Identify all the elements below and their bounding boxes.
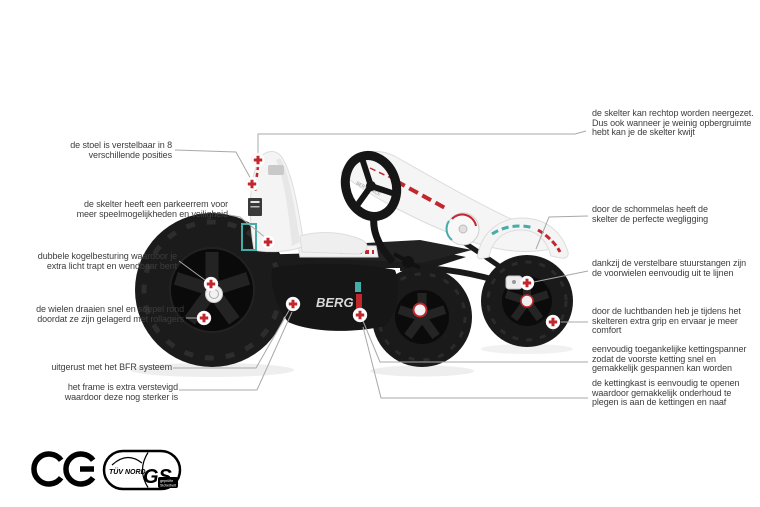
callout-chain-case: de kettingkast is eenvoudig te openen wa… <box>592 378 740 408</box>
leader-right-tensioner <box>362 320 588 363</box>
leader-left-bfr <box>173 306 292 369</box>
kart-shadow <box>130 344 573 377</box>
tuv-nord-gs-logo: TÜV NORD GS geprüfte Sicherheit <box>102 449 182 491</box>
ce-mark-logo <box>31 451 96 487</box>
gs-sub-text-1: geprüfte <box>160 479 173 483</box>
steering-knuckle <box>505 275 523 290</box>
callout-adjustable-tierods: dankzij de verstelbare stuurstangen zijn… <box>592 258 747 278</box>
callout-pneumatic-tires: door de luchtbanden heb je tijdens het s… <box>592 306 741 336</box>
leader-left-brake <box>228 214 268 240</box>
callout-reinforced-frame: het frame is extra verstevigd waardoor d… <box>64 382 178 402</box>
callout-upright-storage: de skelter kan rechtop worden neergezet.… <box>592 108 754 138</box>
front-fender <box>476 217 569 260</box>
seat <box>241 151 368 255</box>
leader-left-frame <box>179 311 293 391</box>
tuv-nord-text: TÜV NORD <box>109 467 146 476</box>
leader-right-upright <box>257 130 587 156</box>
callout-parking-brake: de skelter heeft een parkeerrem voor mee… <box>76 199 229 219</box>
leader-lines <box>173 130 589 399</box>
callout-swing-axle: door de schommelas heeft de skelter de p… <box>592 204 709 224</box>
steering-wheel <box>340 151 402 221</box>
bearings-marker-icon <box>196 310 212 326</box>
callout-roller-bearings: de wielen draaien snel en soepel rond do… <box>36 304 184 324</box>
callout-chain-tensioner: eenvoudig toegankelijke kettingspanner z… <box>592 344 747 374</box>
brake-marker-icon <box>260 234 276 250</box>
leader-left-seat <box>174 149 253 182</box>
leader-right-tierods <box>533 270 589 283</box>
leader-left-steering <box>178 260 210 284</box>
leader-right-chaincase <box>362 326 588 399</box>
chain-marker-icon <box>352 307 368 323</box>
tierod-marker-icon <box>519 275 535 291</box>
callout-seat-adjustable: de stoel is verstelbaar in 8 verschillen… <box>70 140 172 160</box>
brand-emblem <box>445 212 480 246</box>
callout-bfr-system: uitgerust met het BFR systeem <box>51 362 172 372</box>
front-wheel <box>481 255 573 347</box>
callout-ball-steering: dubbele kogelbesturing waardoor je extra… <box>37 251 177 271</box>
steering-marker-icon <box>203 276 219 292</box>
upright-marker-icon <box>250 152 266 168</box>
chainguard-brand-text: BERG <box>316 295 354 310</box>
feature-markers <box>196 152 561 330</box>
seat-marker-icon <box>244 176 260 192</box>
bfr-marker-icon <box>285 296 301 312</box>
leader-right-axle <box>535 215 589 250</box>
gs-sub-text-2: Sicherheit <box>160 484 176 488</box>
tire-marker-icon <box>545 314 561 330</box>
